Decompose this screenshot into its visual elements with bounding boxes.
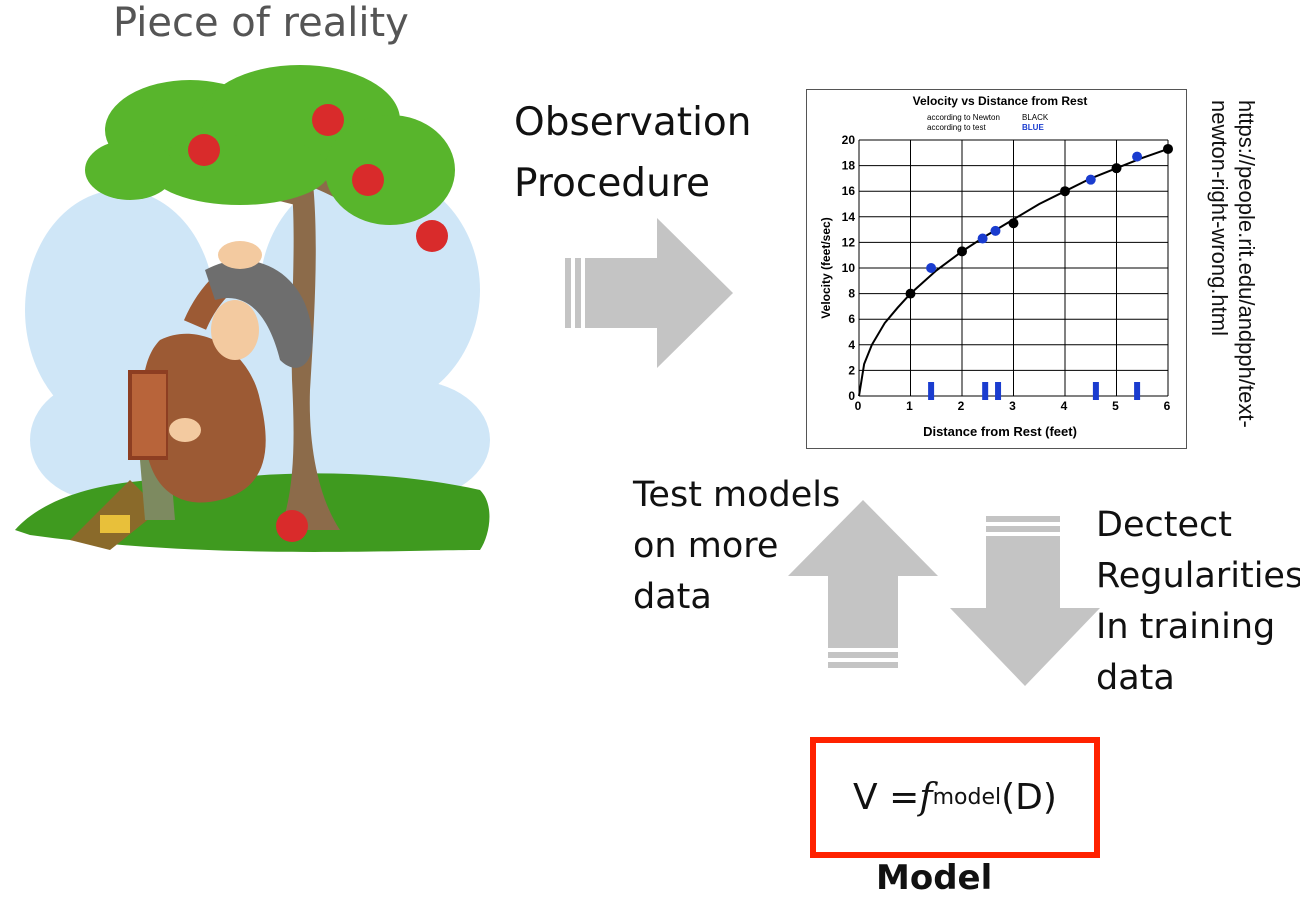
source-url-line2: newton-right-wrong.html <box>1207 100 1232 336</box>
y-tick-label: 6 <box>848 312 855 326</box>
arrow-right-icon <box>565 218 733 368</box>
newton-curve <box>858 148 1169 397</box>
detect-label-line: data <box>1096 658 1175 698</box>
chart-title: Velocity vs Distance from Rest <box>913 94 1088 108</box>
procedure-line: Procedure <box>514 161 710 206</box>
x-tick-label: 6 <box>1164 399 1171 413</box>
formula-subscript: model <box>932 785 1002 810</box>
velocity-distance-chart: Velocity vs Distance from Rest according … <box>806 89 1187 449</box>
apples <box>188 104 448 542</box>
legend-text: according to Newton <box>927 113 1000 122</box>
newton-point <box>1163 143 1173 154</box>
test-point <box>926 263 937 273</box>
x-tick-label: 2 <box>958 399 965 413</box>
arrow-up-icon <box>788 500 938 668</box>
newton-point <box>1008 218 1019 229</box>
newton-point <box>957 246 967 257</box>
newton-point <box>1111 163 1122 174</box>
newton-figure <box>70 241 313 550</box>
newton-apple-tree-illustration <box>15 65 490 552</box>
formula-lhs: V = <box>853 777 920 818</box>
detect-regularities-label: Dectect Regularities In training data <box>1096 500 1300 704</box>
x-axis-label: Distance from Rest (feet) <box>923 424 1077 439</box>
y-tick-label: 4 <box>848 338 855 352</box>
y-tick-label: 16 <box>842 184 856 198</box>
x-tick-label: 0 <box>855 399 862 413</box>
formula-function: f <box>919 777 933 818</box>
y-axis-label: Velocity (feet/sec) <box>819 217 833 318</box>
test-label-line: on more <box>633 526 779 566</box>
x-tick-label: 4 <box>1061 399 1068 413</box>
y-tick-label: 2 <box>848 363 855 377</box>
observation-procedure-label: Observation Procedure <box>514 92 752 214</box>
chart-svg: Velocity vs Distance from Rest according … <box>819 94 1173 439</box>
test-label-line: data <box>633 577 712 617</box>
y-tick-label: 8 <box>848 287 855 301</box>
test-point <box>1085 174 1096 185</box>
detect-label-line: Dectect <box>1096 505 1232 545</box>
y-tick-label: 10 <box>842 261 856 275</box>
legend-text: according to test <box>927 123 986 132</box>
formula-argument: (D) <box>1001 777 1057 818</box>
test-point <box>977 233 988 244</box>
y-tick-label: 12 <box>842 235 856 249</box>
legend-key: BLUE <box>1022 123 1044 132</box>
x-tick-label: 1 <box>906 399 913 413</box>
test-point <box>990 225 1001 236</box>
distance-marker <box>982 382 989 400</box>
newton-point <box>905 288 916 299</box>
distance-marker <box>1092 382 1099 400</box>
y-tick-label: 0 <box>848 389 855 403</box>
y-tick-label: 20 <box>842 133 856 147</box>
detect-label-line: Regularities <box>1096 556 1300 596</box>
distance-marker <box>1134 382 1141 400</box>
y-tick-label: 18 <box>842 159 856 173</box>
observation-line: Observation <box>514 100 752 145</box>
test-models-label: Test models on more data <box>633 470 840 623</box>
x-tick-label: 5 <box>1112 399 1119 413</box>
legend-key: BLACK <box>1022 113 1049 122</box>
arrow-down-icon <box>950 516 1100 686</box>
distance-marker <box>928 382 935 400</box>
y-tick-label: 14 <box>842 210 856 224</box>
model-label: Model <box>876 858 993 898</box>
source-url-line1: https://people.rit.edu/andpph/text- <box>1234 100 1259 428</box>
test-point <box>1132 151 1143 162</box>
distance-marker <box>995 382 1002 400</box>
scene-title: Piece of reality <box>113 0 409 46</box>
source-url: https://people.rit.edu/andpph/text- newt… <box>1202 100 1262 460</box>
detect-label-line: In training <box>1096 607 1276 647</box>
x-tick-label: 3 <box>1009 399 1016 413</box>
newton-point <box>1060 186 1070 197</box>
test-label-line: Test models <box>633 475 841 515</box>
